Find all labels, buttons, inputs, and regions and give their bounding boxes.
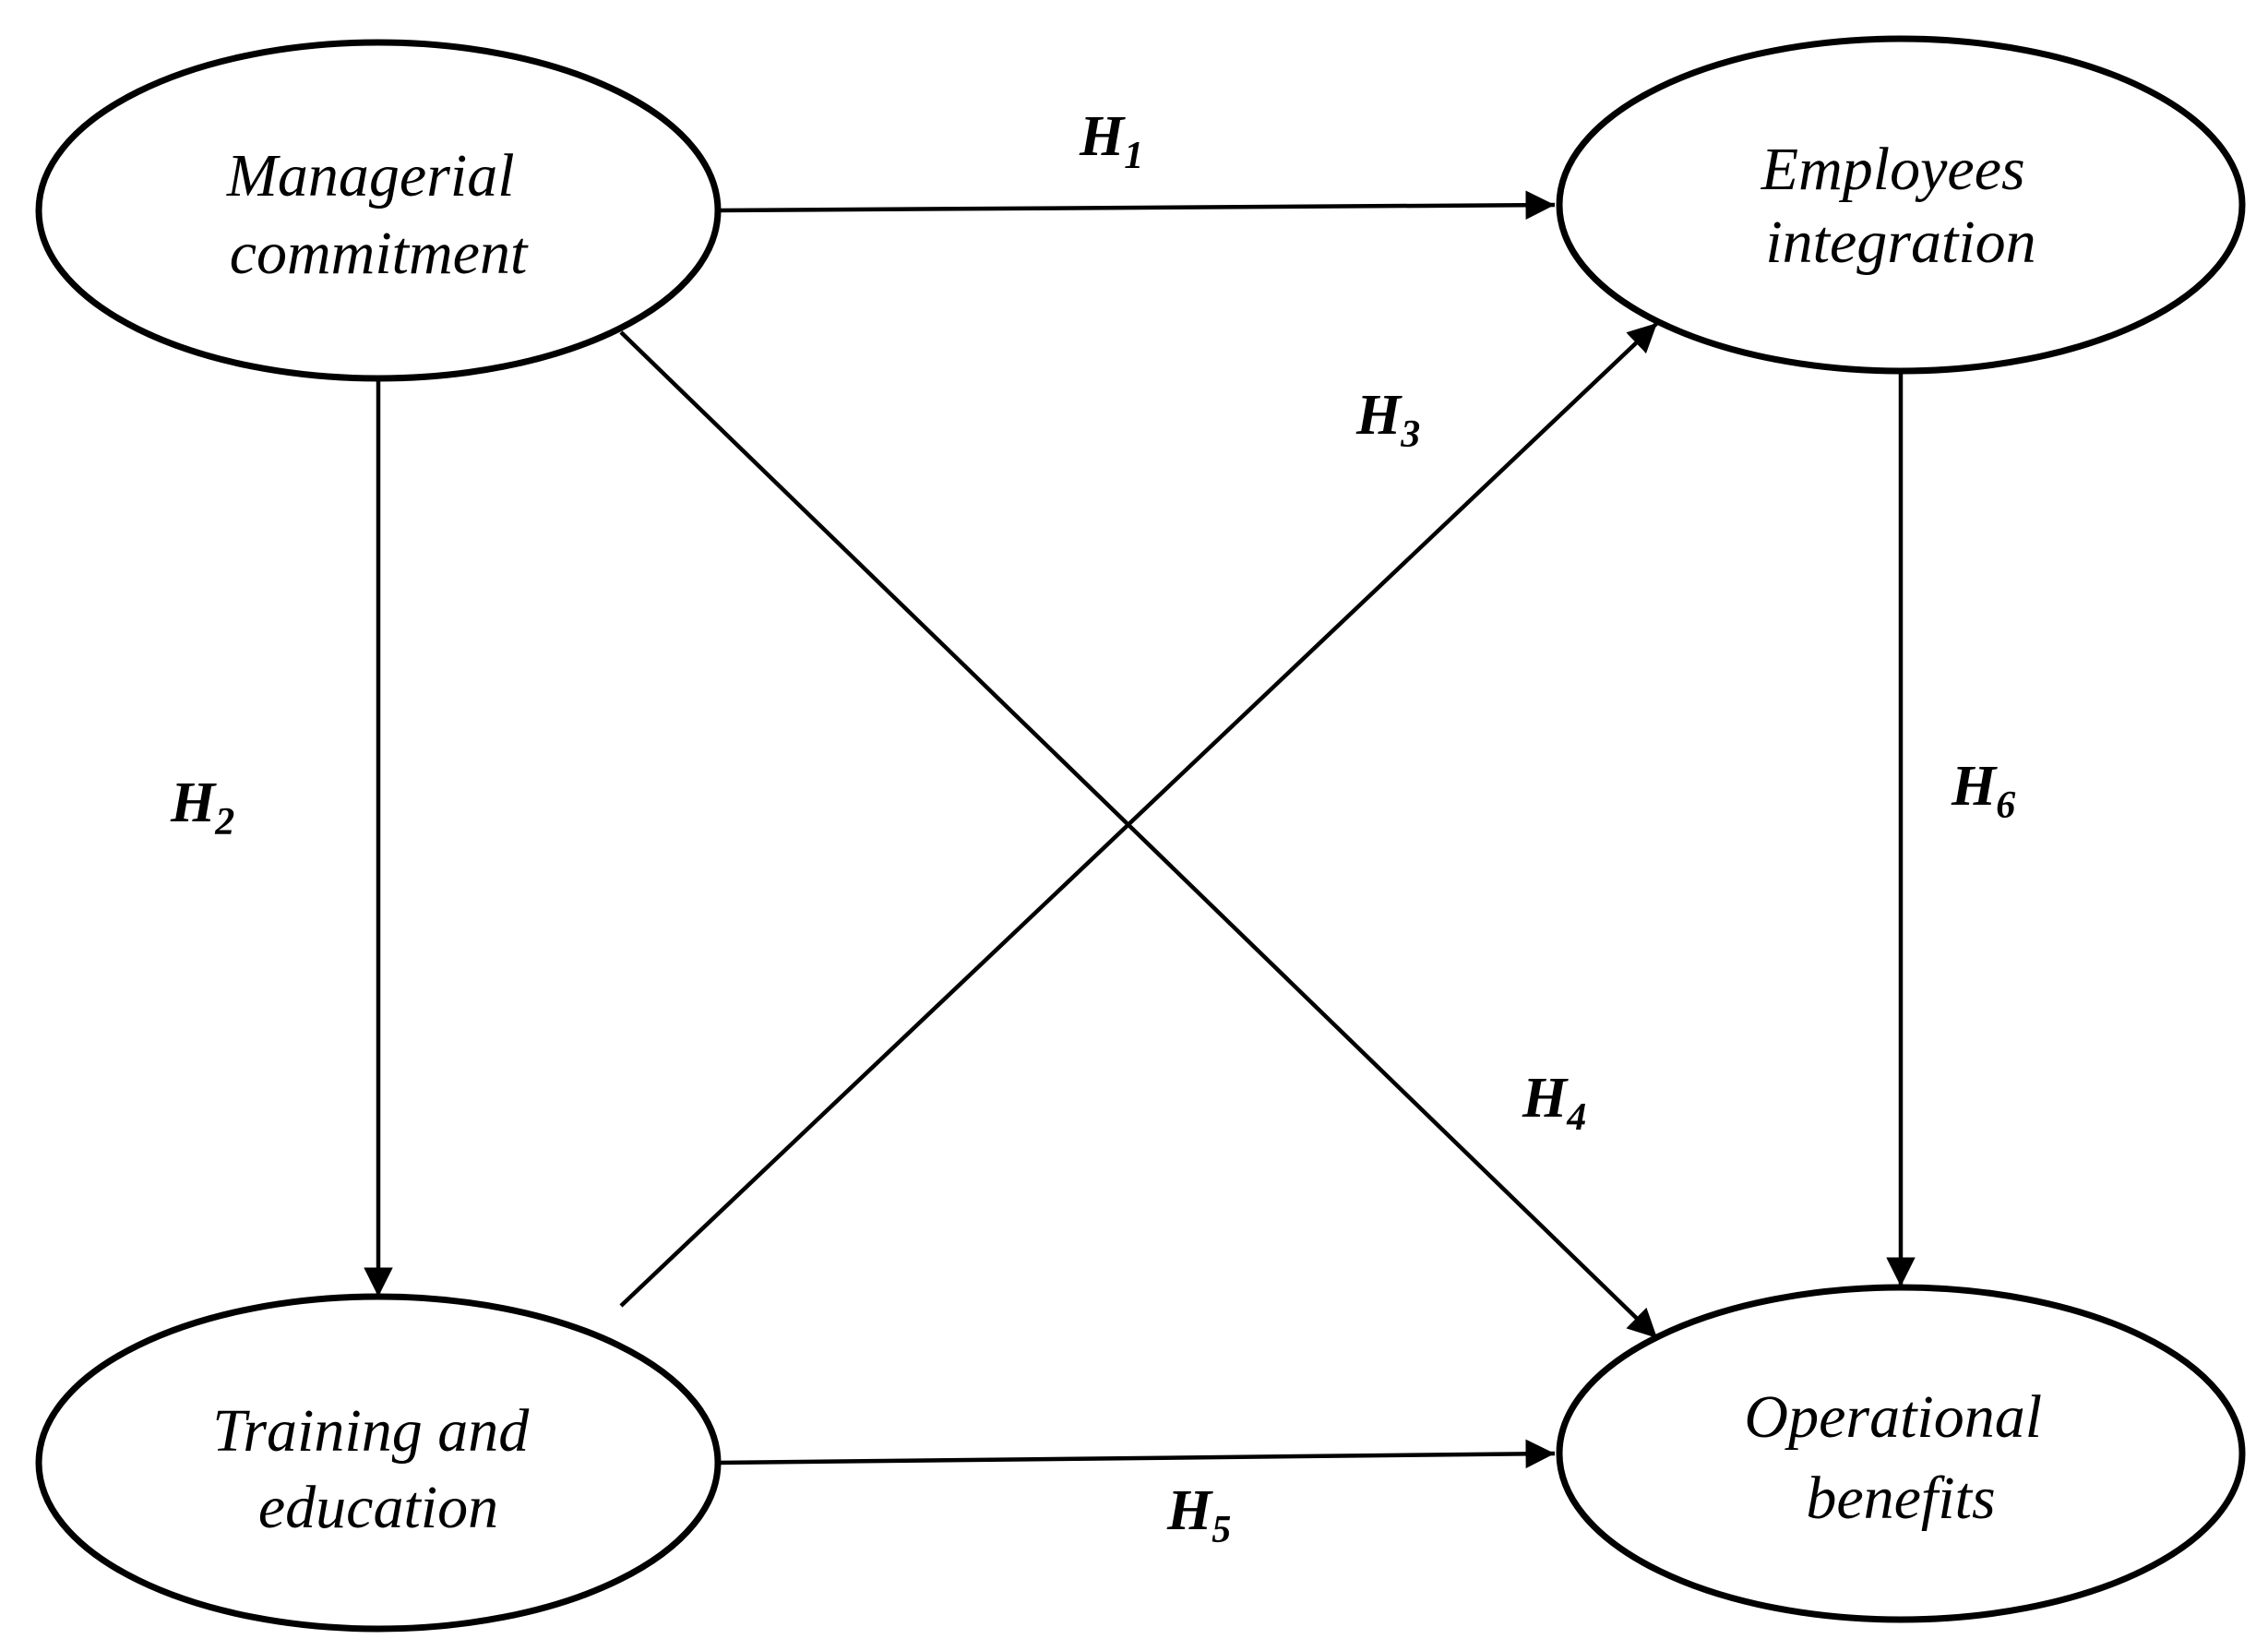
node-ellipse [35, 39, 722, 382]
node-label-line2: education [258, 1474, 498, 1541]
label-h4: H4 [1522, 1067, 1586, 1139]
label-h3: H3 [1355, 384, 1420, 456]
node-label-line1: Managerial [226, 142, 515, 209]
node-ellipse [1556, 35, 2246, 375]
node-label-line1: Operational [1744, 1383, 2042, 1451]
node-employees-integration: Employees integration [1556, 35, 2246, 375]
node-ellipse [1556, 1284, 2246, 1623]
node-training-and-education: Training and education [35, 1293, 722, 1633]
edge-h5-training-to-operational [717, 1439, 1556, 1469]
node-label-line2: integration [1765, 209, 2035, 276]
svg-text:Employees integration: Employees integration [1761, 136, 2040, 276]
svg-text:Operational benefits: Operational benefits [1744, 1383, 2057, 1532]
label-h6: H6 [1951, 755, 2015, 827]
label-h5: H5 [1166, 1479, 1231, 1551]
svg-text:Managerial commitment: Managerial commitment [226, 142, 530, 287]
node-operational-benefits: Operational benefits [1556, 1284, 2246, 1623]
node-label-line1: Training and [212, 1397, 530, 1465]
edge-h4-managerial-to-operational [619, 330, 1659, 1340]
label-h1: H1 [1079, 105, 1143, 177]
svg-text:Training and education: Training and education [212, 1397, 543, 1541]
node-managerial-commitment: Managerial commitment [35, 39, 722, 382]
edges [364, 190, 1916, 1469]
edge-h3-training-to-employees [619, 321, 1659, 1308]
label-h2: H2 [170, 772, 234, 843]
node-label-line1: Employees [1761, 136, 2025, 203]
node-ellipse [35, 1293, 722, 1633]
edge-labels: H1 H2 H3 H4 H5 H6 [170, 105, 2015, 1551]
node-label-line2: commitment [230, 220, 529, 287]
edge-h1-managerial-to-employees [717, 190, 1556, 220]
node-label-line2: benefits [1806, 1465, 1995, 1532]
